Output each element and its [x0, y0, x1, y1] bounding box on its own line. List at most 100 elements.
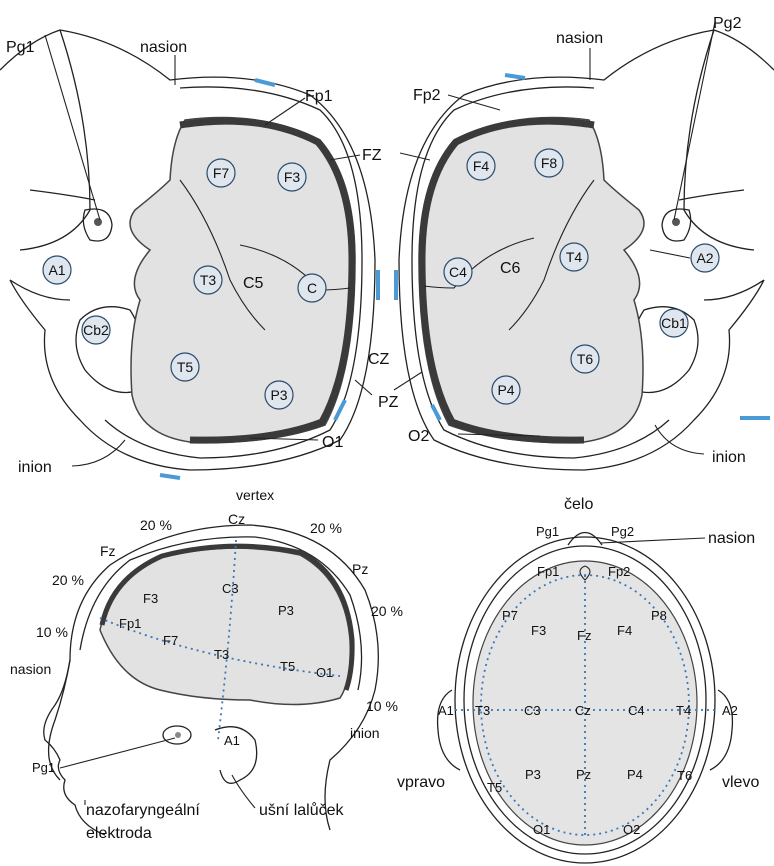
side-view-lalucek-leader [232, 775, 255, 808]
top-right-pg2-wire [674, 22, 715, 220]
side-pct-20-a: 20 % [140, 517, 172, 533]
svg-text:F4: F4 [473, 158, 490, 174]
top-view-a2-label: A2 [722, 703, 738, 718]
side-view-pg1-leader [60, 738, 175, 768]
top-right-blue-mark-1 [505, 75, 525, 78]
svg-text:P4: P4 [497, 382, 514, 398]
top-view-pg2-label: Pg2 [611, 524, 634, 539]
side-t5-label: T5 [280, 659, 295, 674]
top-view-p7-label: P7 [502, 608, 518, 623]
electrode-f7: F7 [207, 159, 235, 187]
svg-text:T3: T3 [200, 272, 217, 288]
side-pct-20-c: 20 % [52, 572, 84, 588]
electrode-t3: T3 [194, 266, 222, 294]
svg-text:Cb1: Cb1 [661, 315, 687, 331]
top-left-pg1-label: Pg1 [6, 39, 35, 56]
top-left-hemisphere-panel: Pg1 nasion Fp1 FZ C5 CZ PZ O1 inion A1 C… [0, 30, 399, 478]
svg-text:F7: F7 [213, 165, 230, 181]
svg-text:Cb2: Cb2 [83, 322, 109, 338]
svg-text:A1: A1 [48, 262, 65, 278]
top-left-nasion-label: nasion [140, 39, 187, 56]
side-view-nasopharynx-dot [175, 732, 181, 738]
top-view-a1-label: A1 [438, 703, 454, 718]
top-left-fp1-label: Fp1 [305, 88, 333, 105]
top-right-hemisphere-panel: Pg2 nasion Fp2 C6 O2 inion F4 F8 A2 C4 T… [394, 15, 774, 470]
electrode-cb1: Cb1 [660, 309, 688, 337]
top-left-blue-mark-1 [255, 80, 275, 85]
top-view-fp1-label: Fp1 [537, 564, 559, 579]
top-view-vlevo-label: vlevo [722, 774, 759, 791]
top-right-nasion-label: nasion [556, 30, 603, 47]
side-pz-label: Pz [352, 561, 368, 577]
side-cz-top-label: Cz [228, 511, 245, 527]
top-view-p8-label: P8 [651, 608, 667, 623]
top-view-t3-label: T3 [475, 703, 490, 718]
top-left-inion-leader [72, 440, 125, 466]
top-view-fz-label: Fz [577, 628, 591, 643]
svg-text:F8: F8 [541, 155, 558, 171]
electrode-p3: P3 [265, 381, 293, 409]
svg-text:P3: P3 [270, 387, 287, 403]
top-left-c5-label: C5 [243, 275, 264, 292]
top-view-panel: čelo Pg1 Pg2 nasion Fp1 Fp2 P7 P8 F3 Fz … [397, 496, 759, 863]
top-view-pz-label: Pz [576, 767, 591, 782]
svg-text:T4: T4 [566, 249, 583, 265]
top-view-nasion-label: nasion [708, 530, 755, 547]
electrode-f3: F3 [278, 163, 306, 191]
side-vertex-label: vertex [236, 487, 274, 503]
side-p3-label: P3 [278, 603, 294, 618]
electrode-t5: T5 [171, 353, 199, 381]
side-pct-10-a: 10 % [36, 624, 68, 640]
top-left-o1-label: O1 [322, 434, 343, 451]
side-inion-label: inion [350, 725, 380, 741]
electrode-c4: C4 [444, 258, 472, 286]
top-view-t5-label: T5 [487, 780, 502, 795]
top-view-pg1-label: Pg1 [536, 524, 559, 539]
top-right-inion-leader [655, 425, 704, 454]
electrode-a2: A2 [691, 244, 719, 272]
electrode-f8: F8 [535, 149, 563, 177]
top-view-vpravo-label: vpravo [397, 774, 445, 791]
side-fz-label: Fz [100, 543, 116, 559]
side-elektroda-label: elektroda [86, 825, 152, 842]
side-pg1-label: Pg1 [32, 760, 55, 775]
svg-text:A2: A2 [696, 250, 713, 266]
top-view-o1-label: O1 [533, 822, 550, 837]
electrode-t6: T6 [571, 345, 599, 373]
top-right-o2-label: O2 [408, 428, 429, 445]
svg-text:F3: F3 [284, 169, 301, 185]
top-left-fz-label: FZ [362, 147, 382, 164]
top-view-t4-label: T4 [676, 703, 691, 718]
top-left-ear-dot [94, 218, 102, 226]
top-right-fp2-label: Fp2 [413, 87, 441, 104]
side-t3-label: T3 [214, 647, 229, 662]
top-left-blue-mark-3 [335, 400, 345, 420]
side-nasion-label: nasion [10, 661, 51, 677]
side-pct-10-b: 10 % [366, 698, 398, 714]
side-pct-20-d: 20 % [371, 603, 403, 619]
electrode-cb2: Cb2 [82, 316, 110, 344]
electrode-p4: P4 [492, 376, 520, 404]
top-left-pg1-wire [45, 35, 100, 220]
svg-text:C: C [307, 280, 317, 296]
electrode-f4: F4 [467, 152, 495, 180]
top-right-pg2-label: Pg2 [713, 15, 742, 32]
electrode-c: C [298, 274, 326, 302]
electrode-a1: A1 [43, 256, 71, 284]
top-view-p4-label: P4 [627, 767, 643, 782]
top-view-celo-label: čelo [564, 496, 593, 513]
side-o1-label: O1 [316, 665, 333, 680]
side-f3-label: F3 [143, 591, 158, 606]
top-right-pz-leader [394, 372, 422, 390]
side-f7-label: F7 [163, 633, 178, 648]
top-right-inion-label: inion [712, 449, 746, 466]
top-left-pz-label: PZ [378, 394, 399, 411]
top-left-fp1-leader [265, 98, 305, 125]
side-fp1-label: Fp1 [119, 616, 141, 631]
top-view-o2-label: O2 [623, 822, 640, 837]
svg-text:T6: T6 [577, 351, 594, 367]
top-view-f3-label: F3 [531, 623, 546, 638]
top-view-p3-label: P3 [525, 767, 541, 782]
top-view-f4-label: F4 [617, 623, 632, 638]
side-pct-20-b: 20 % [310, 520, 342, 536]
